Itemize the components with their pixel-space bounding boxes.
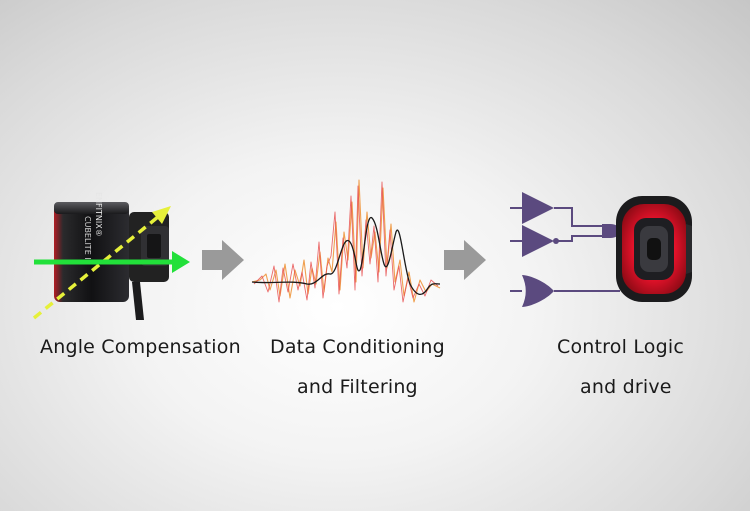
tail-light-icon: [616, 196, 692, 302]
step-label-data-conditioning: Data Conditioning: [270, 336, 445, 358]
flow-arrow-icon: [444, 240, 486, 280]
angle-compensation-device: ENFITNIX® CUBELITE II: [32, 192, 190, 320]
logic-gate-icon: [522, 192, 620, 307]
step-label-angle-compensation: Angle Compensation: [40, 336, 241, 358]
flow-arrow-icon: [202, 240, 244, 280]
step-label-control-logic: Control Logic: [557, 336, 684, 358]
step-label-and-drive: and drive: [580, 376, 672, 398]
control-logic-diagram: [510, 192, 620, 307]
device-brand-text: ENFITNIX®: [94, 192, 103, 237]
signal-waveform-icon: [251, 179, 441, 303]
device-model-text: CUBELITE II: [83, 216, 92, 262]
step-label-and-filtering: and Filtering: [297, 376, 418, 398]
